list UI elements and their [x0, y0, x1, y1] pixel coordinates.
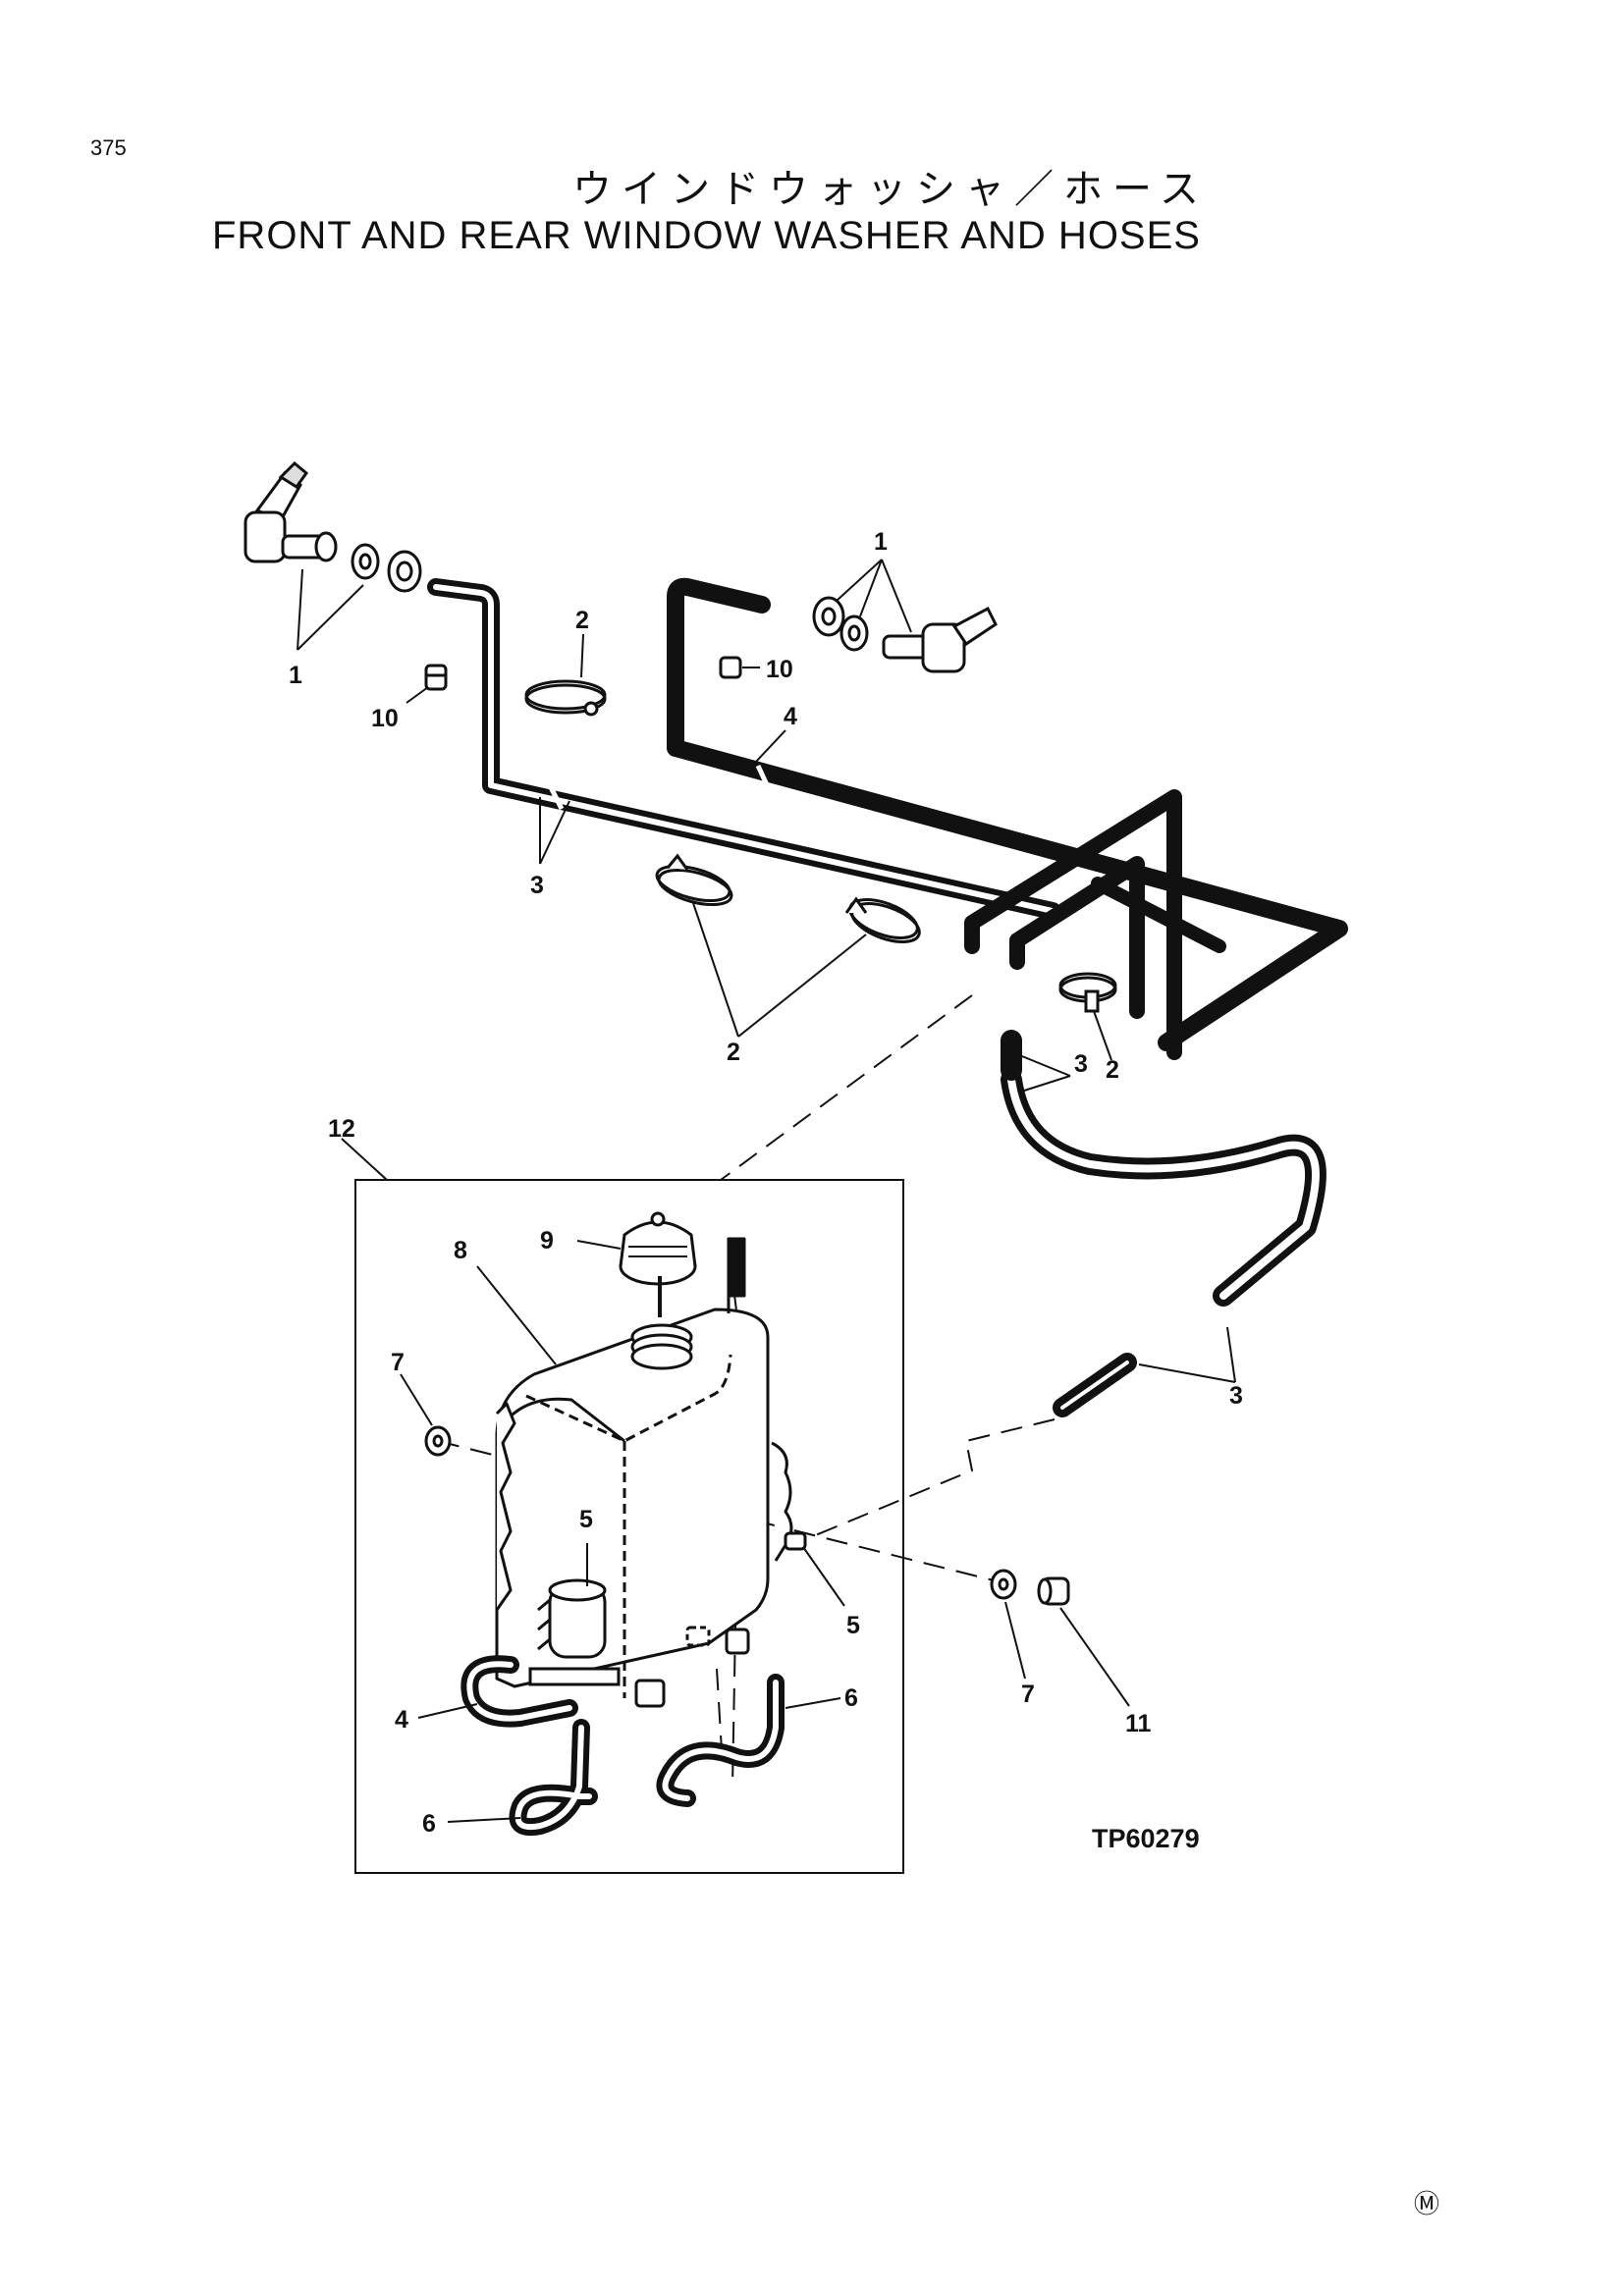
side-nipple: [784, 1531, 807, 1551]
page-number: 375: [90, 135, 127, 160]
nut-right: [719, 656, 742, 679]
callout-5-pump: 5: [579, 1506, 593, 1533]
callout-6-left: 6: [422, 1810, 436, 1838]
callout-3-mid: 3: [1074, 1050, 1088, 1078]
hose-lines: [427, 577, 1348, 1417]
callout-4-tank: 4: [395, 1706, 408, 1734]
callout-7-left: 7: [391, 1349, 405, 1376]
callout-8: 8: [454, 1237, 467, 1264]
callout-4-top: 4: [784, 703, 797, 730]
callout-2-top: 2: [575, 607, 589, 634]
corner-mark: Ⓜ: [1414, 2190, 1439, 2219]
callout-10-right: 10: [766, 656, 793, 683]
callout-2-bottom: 2: [727, 1039, 740, 1066]
callout-1-right: 1: [874, 528, 888, 556]
plug: [1037, 1576, 1070, 1606]
callout-labels: 1 1 2 2 2 3 3 3 4 4 5 5 6 6 7 7 8 9 10 1…: [289, 528, 1243, 1838]
callout-2-right: 2: [1106, 1056, 1119, 1084]
washer-pump: [528, 1578, 750, 1708]
tank-hoses: [460, 1655, 785, 1836]
figure-code: TP60279: [1092, 1824, 1200, 1853]
grommets: [424, 1425, 1017, 1600]
clamp-leaders: [580, 633, 1112, 1061]
callout-1-left: 1: [289, 662, 302, 689]
tank-hose-leaders: [417, 1697, 841, 1823]
left-nozzle-assembly: [244, 460, 422, 593]
page-title-english: FRONT AND REAR WINDOW WASHER AND HOSES: [212, 214, 1201, 257]
right-nozzle-assembly: [812, 596, 998, 673]
leader-1-left: [297, 568, 364, 651]
callout-10-left: 10: [371, 705, 399, 732]
hose-clamps: [524, 679, 1117, 1013]
leader-1-right: [836, 559, 912, 633]
callout-6-right: 6: [844, 1684, 858, 1712]
filler-cap: [619, 1211, 697, 1370]
callout-11: 11: [1125, 1710, 1152, 1737]
callout-3-left: 3: [530, 872, 544, 899]
hose-leaders: [539, 729, 1236, 1383]
callout-3-right: 3: [1229, 1382, 1243, 1410]
callout-7-right: 7: [1021, 1681, 1035, 1708]
tank-assembly-box: [354, 1179, 904, 1874]
callout-12: 12: [328, 1115, 355, 1143]
callout-9: 9: [540, 1227, 554, 1255]
page-title-japanese: ウインドウォッシャ／ホース: [572, 167, 1209, 212]
hose-break-marks: [547, 764, 1023, 1024]
callout-5-side: 5: [846, 1612, 860, 1639]
nut-left: [424, 664, 448, 691]
